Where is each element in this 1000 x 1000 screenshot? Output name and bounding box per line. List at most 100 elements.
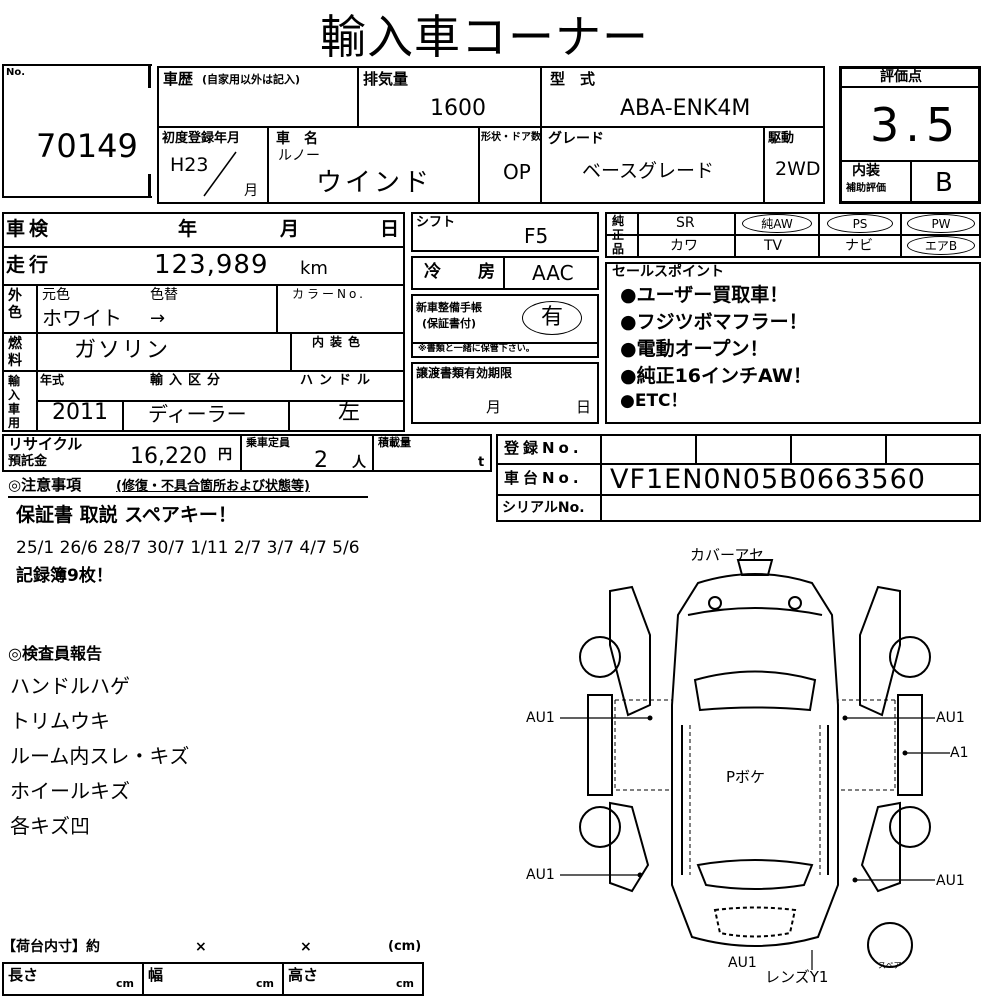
damage-label-left-front: AU1	[526, 710, 555, 726]
left-headlight	[708, 596, 722, 610]
inspector-line-5: 各キズ凹	[10, 814, 90, 838]
sales-points-label: セールスポイント	[612, 264, 724, 280]
cargo-length-label: 長さ	[8, 966, 39, 984]
trunk-lid	[713, 906, 797, 938]
recycle-label-2: 預託金	[8, 454, 48, 469]
equip-sr: SR	[676, 215, 695, 231]
transfer-label: 譲渡書類有効期限	[416, 366, 513, 380]
cargo-x-2: ×	[300, 939, 312, 955]
sales-point-4: ●純正16インチAW！	[620, 365, 812, 387]
fuel-side-label: 燃料	[8, 336, 22, 369]
sales-point-2: ●フジツボマフラー！	[620, 311, 808, 333]
rear-window	[696, 859, 814, 890]
first-reg-slash	[203, 151, 237, 197]
displacement-label: 排気量	[363, 70, 409, 88]
equip-ps: PS	[827, 214, 893, 233]
fuel-value: ガソリン	[74, 338, 171, 363]
original-color-label: 元色	[42, 287, 70, 303]
left-rear-wheel	[579, 806, 621, 848]
damage-label-spare: スペア	[878, 961, 902, 970]
damage-label-bottom-au: AU1	[728, 955, 757, 971]
right-door	[897, 694, 923, 796]
maintenance-value: 有	[522, 301, 582, 335]
cargo-length-unit: cm	[116, 977, 134, 990]
sales-point-5: ●ETC！	[620, 391, 688, 411]
serial-label: シリアルNo.	[502, 500, 585, 516]
registration-table	[496, 434, 981, 522]
cargo-height-label: 高さ	[288, 966, 319, 984]
cargo-height-unit: cm	[396, 977, 414, 990]
inspection-day: 日	[380, 218, 400, 240]
first-reg-label: 初度登録年月	[162, 131, 241, 146]
right-rear-panel	[860, 801, 901, 893]
left-rear-panel	[609, 801, 650, 893]
notes-label: ◎注意事項	[8, 476, 82, 494]
ac-value: AAC	[532, 261, 574, 285]
drive-label: 駆動	[768, 131, 795, 146]
capacity-label: 乗車定員	[246, 436, 290, 449]
recycle-label: リサイクル	[8, 435, 83, 453]
lot-number: 70149	[36, 127, 138, 165]
right-interior-dash	[838, 699, 896, 791]
chassis-label: 車台No.	[504, 469, 583, 487]
color-change-arrow: →	[150, 308, 166, 329]
right-front-wheel	[889, 636, 931, 678]
damage-label-right-front: AU1	[936, 710, 965, 726]
original-color-value: ホワイト	[42, 306, 122, 330]
interior-sub-label: 補助評価	[846, 183, 886, 194]
left-front-wheel	[579, 636, 621, 678]
cargo-width-unit: cm	[256, 977, 274, 990]
damage-label-right-mid: A1	[950, 745, 969, 761]
cover-assembly	[736, 559, 774, 576]
mileage-value: 123,989	[154, 250, 269, 280]
page-title: 輸入車コーナー	[320, 10, 649, 64]
right-headlight	[788, 596, 802, 610]
equip-tv: TV	[764, 238, 783, 254]
right-front-fender	[859, 585, 901, 717]
maintenance-note: ※書類と一緒に保管下さい。	[418, 344, 535, 354]
maintenance-box	[411, 294, 599, 358]
car-name-label: 車 名	[276, 131, 318, 147]
doors-value: OP	[503, 160, 531, 184]
inspection-month: 月	[280, 218, 300, 240]
inspection-year: 年	[178, 218, 198, 240]
capacity-unit: 人	[352, 455, 366, 471]
car-maker: ルノー	[278, 148, 320, 164]
sales-points-box	[605, 262, 981, 424]
damage-label-lens: レンズY1	[765, 968, 829, 986]
load-label: 積載量	[378, 436, 411, 449]
score-label: 評価点	[880, 69, 922, 85]
displacement-value: 1600	[430, 96, 486, 121]
equip-navi: ナビ	[845, 238, 873, 254]
inspector-line-4: ホイールキズ	[10, 779, 130, 803]
cargo-unit: (cm)	[388, 939, 422, 954]
cargo-width-label: 幅	[148, 966, 164, 984]
maintenance-sub-label: (保証書付)	[422, 317, 477, 330]
first-reg-era: H23	[170, 154, 209, 176]
import-type-label: 輸入区分	[150, 373, 227, 388]
spec-block	[2, 212, 405, 432]
cargo-table	[2, 962, 424, 996]
damage-label-right-rear: AU1	[936, 873, 965, 889]
windshield	[693, 670, 817, 712]
equip-leather: カワ	[670, 238, 698, 254]
car-name-value: ウインド	[316, 168, 433, 198]
shift-label: シフト	[416, 215, 456, 230]
shift-box	[411, 212, 599, 252]
maintenance-label: 新車整備手帳	[416, 301, 482, 314]
color-change-label: 色替	[150, 287, 178, 303]
transfer-month: 月	[486, 398, 502, 416]
exterior-color-side-label: 外色	[8, 288, 22, 321]
sales-point-3: ●電動オープン！	[620, 338, 769, 360]
equip-airbag: エアB	[907, 236, 975, 255]
lot-number-box: No. 70149	[2, 64, 152, 200]
inspector-line-2: トリムウキ	[10, 709, 110, 733]
model-value: ABA-ENK4M	[620, 96, 751, 121]
damage-label-center: Pボケ	[726, 768, 766, 786]
left-front-fender	[609, 585, 651, 717]
lot-no-label: No.	[6, 67, 26, 78]
history-note: (自家用以外は記入)	[202, 73, 301, 86]
inspector-line-3: ルーム内スレ・キズ	[10, 744, 190, 768]
cargo-label: 【荷台内寸】約	[2, 939, 100, 955]
score-value: 3.5	[870, 98, 962, 152]
